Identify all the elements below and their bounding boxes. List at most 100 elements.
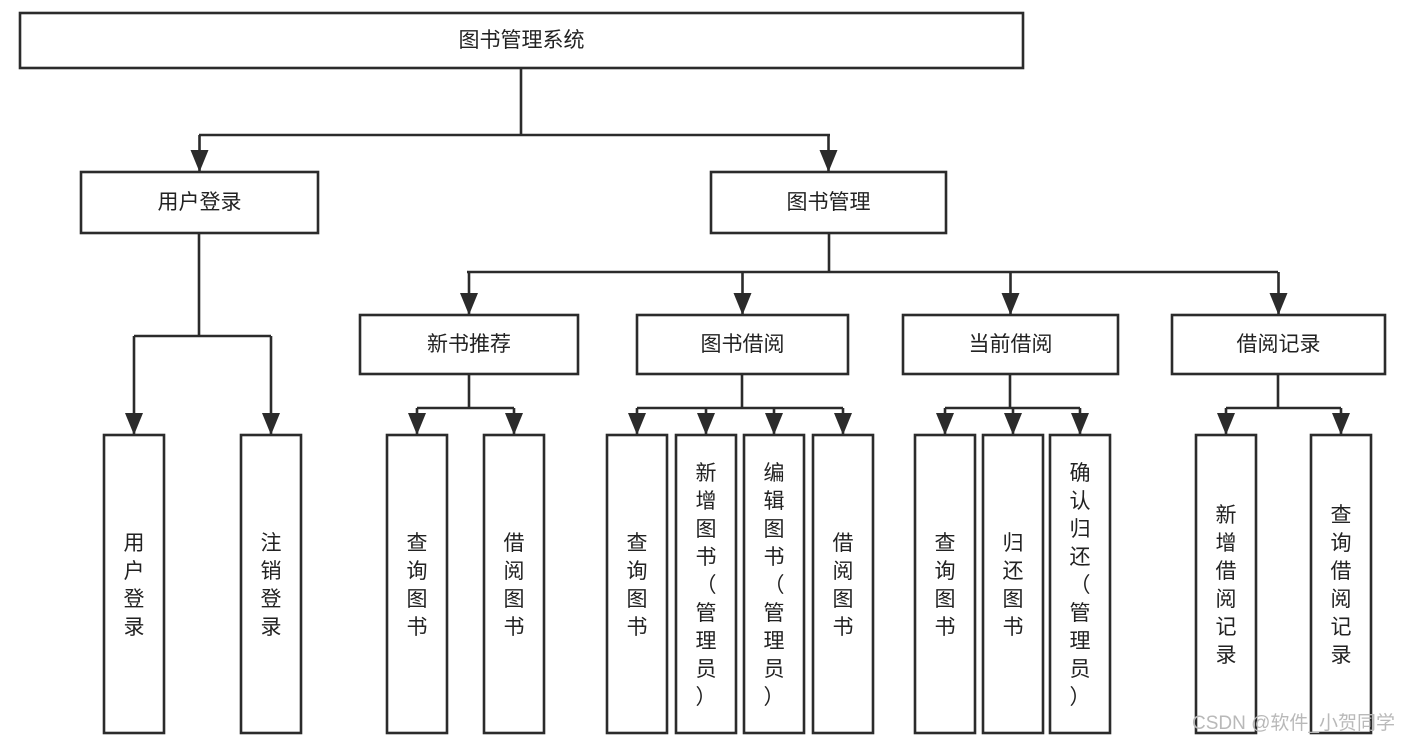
node-box[interactable]	[913, 433, 977, 735]
node-root[interactable]: 图书管理系统	[18, 11, 1025, 70]
node-label: 图书借阅	[701, 333, 785, 356]
node-box[interactable]	[981, 433, 1045, 735]
node-leaf-borrow-book-1[interactable]: 借阅图书	[482, 433, 546, 735]
node-leaf-query-book-2[interactable]: 查询图书	[605, 433, 669, 735]
node-box[interactable]	[674, 433, 738, 735]
edge-arrowhead	[190, 150, 209, 172]
node-box[interactable]	[1048, 433, 1112, 735]
node-label: 用户登录	[124, 532, 145, 639]
node-leaf-user-login[interactable]: 用户登录	[102, 433, 166, 735]
edge-book-borrow-to-leaf-borrow-book-2	[834, 408, 852, 435]
edge-user-login-to-leaf-user-login	[125, 336, 143, 435]
edge-arrowhead	[125, 413, 143, 435]
connector-bar-book-manage	[467, 233, 1278, 274]
node-box[interactable]	[385, 433, 449, 735]
edge-arrowhead	[733, 293, 752, 315]
node-box[interactable]	[79, 170, 320, 235]
node-leaf-confirm-return[interactable]: 确认归还（管理员）	[1048, 433, 1112, 735]
edge-arrowhead	[408, 413, 426, 435]
edge-book-borrow-to-leaf-add-book	[697, 408, 715, 435]
node-book-manage[interactable]: 图书管理	[709, 170, 948, 235]
edge-book-manage-to-current-borrow	[1001, 272, 1020, 315]
edge-book-manage-to-book-borrow	[733, 272, 752, 315]
node-label: 查询图书	[407, 532, 428, 639]
node-user-login[interactable]: 用户登录	[79, 170, 320, 235]
edge-arrowhead	[505, 413, 523, 435]
node-current-borrow[interactable]: 当前借阅	[901, 313, 1120, 376]
node-leaf-query-record[interactable]: 查询借阅记录	[1309, 433, 1373, 735]
edge-book-manage-to-new-book-rec	[460, 272, 478, 315]
node-box[interactable]	[901, 313, 1120, 376]
edge-arrowhead	[1217, 413, 1235, 435]
edge-arrowhead	[1001, 293, 1020, 315]
node-leaf-user-logout[interactable]: 注销登录	[239, 433, 303, 735]
node-box[interactable]	[742, 433, 806, 735]
edge-arrowhead	[834, 413, 852, 435]
node-leaf-edit-book[interactable]: 编辑图书（管理员）	[742, 433, 806, 735]
node-label: 确认归还（管理员）	[1070, 462, 1091, 709]
node-new-book-rec[interactable]: 新书推荐	[358, 313, 580, 376]
connector-bar-book-borrow	[637, 374, 843, 410]
node-box[interactable]	[1194, 433, 1258, 735]
node-leaf-add-book[interactable]: 新增图书（管理员）	[674, 433, 738, 735]
edge-current-borrow-to-leaf-query-book-3	[936, 408, 954, 435]
node-box[interactable]	[1309, 433, 1373, 735]
node-leaf-query-book-3[interactable]: 查询图书	[913, 433, 977, 735]
edge-arrowhead	[1332, 413, 1350, 435]
edge-book-borrow-to-leaf-edit-book	[765, 408, 783, 435]
node-box[interactable]	[709, 170, 948, 235]
node-label: 新增借阅记录	[1216, 504, 1237, 667]
edge-arrowhead	[697, 413, 715, 435]
connector-bar-root	[199, 68, 830, 137]
edge-book-manage-to-borrow-record	[1269, 272, 1288, 315]
node-borrow-record[interactable]: 借阅记录	[1170, 313, 1387, 376]
connector-bar-new-book-rec	[417, 374, 514, 410]
node-box[interactable]	[1170, 313, 1387, 376]
node-box[interactable]	[102, 433, 166, 735]
node-label: 借阅记录	[1237, 333, 1321, 356]
node-label: 注销登录	[261, 532, 282, 639]
node-leaf-add-record[interactable]: 新增借阅记录	[1194, 433, 1258, 735]
node-label: 借阅图书	[504, 532, 525, 639]
node-label: 编辑图书（管理员）	[764, 462, 785, 709]
edge-arrowhead	[1004, 413, 1022, 435]
node-label: 图书管理	[787, 191, 871, 214]
node-label: 图书管理系统	[459, 29, 585, 52]
edge-current-borrow-to-leaf-confirm-return	[1071, 408, 1089, 435]
node-box[interactable]	[18, 11, 1025, 70]
node-label: 查询图书	[627, 532, 648, 639]
node-box[interactable]	[239, 433, 303, 735]
node-box[interactable]	[635, 313, 850, 376]
connector-bar-borrow-record	[1226, 374, 1341, 410]
node-label: 归还图书	[1003, 532, 1024, 639]
node-label: 用户登录	[158, 191, 242, 214]
node-label: 新书推荐	[427, 333, 511, 356]
connector-bar-user-login	[134, 233, 271, 338]
edges-layer	[125, 68, 1350, 435]
edge-arrowhead	[936, 413, 954, 435]
node-box[interactable]	[482, 433, 546, 735]
edge-arrowhead	[1269, 293, 1288, 315]
edge-arrowhead	[628, 413, 646, 435]
edge-user-login-to-leaf-user-logout	[262, 336, 280, 435]
edge-arrowhead	[765, 413, 783, 435]
edge-root-to-user-login	[190, 135, 209, 172]
edge-arrowhead	[262, 413, 280, 435]
node-box[interactable]	[358, 313, 580, 376]
node-box[interactable]	[605, 433, 669, 735]
edge-root-to-book-manage	[819, 135, 838, 172]
node-box[interactable]	[811, 433, 875, 735]
node-leaf-query-book-1[interactable]: 查询图书	[385, 433, 449, 735]
connector-bar-current-borrow	[945, 374, 1080, 410]
edge-book-borrow-to-leaf-query-book-2	[628, 408, 646, 435]
node-leaf-borrow-book-2[interactable]: 借阅图书	[811, 433, 875, 735]
edge-current-borrow-to-leaf-return-book	[1004, 408, 1022, 435]
node-book-borrow[interactable]: 图书借阅	[635, 313, 850, 376]
edge-arrowhead	[460, 293, 478, 315]
edge-new-book-rec-to-leaf-query-book-1	[408, 408, 426, 435]
node-leaf-return-book[interactable]: 归还图书	[981, 433, 1045, 735]
edge-arrowhead	[819, 150, 838, 172]
node-label: 当前借阅	[969, 333, 1053, 356]
